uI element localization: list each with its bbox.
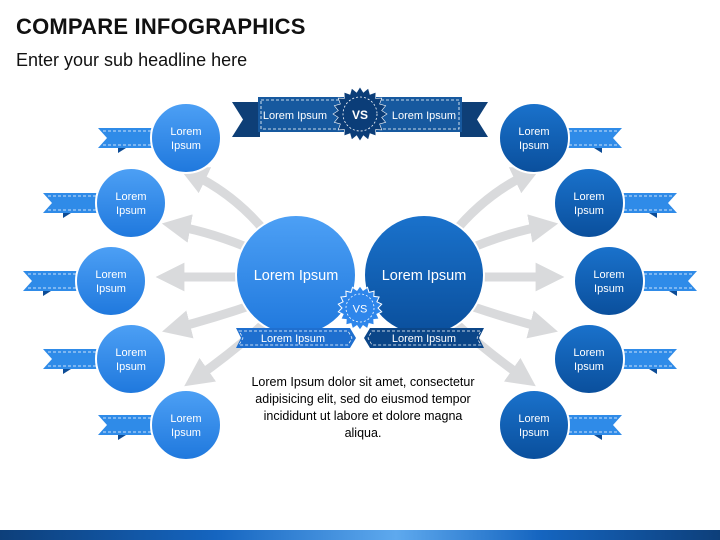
item-circle [498,102,570,174]
item-circle [95,167,167,239]
item-label-line2: Ipsum [171,140,201,152]
right-items: LoremIpsumLoremIpsumLoremIpsumLoremIpsum… [498,102,697,461]
center-right-label: Lorem Ipsum [382,268,467,284]
top-vs-label: VS [352,108,368,122]
top-vs-seal [332,86,388,142]
item-label-line1: Lorem [573,347,604,359]
item-label-line2: Ipsum [574,361,604,373]
item-circle [95,323,167,395]
left-items: LoremIpsumLoremIpsumLoremIpsumLoremIpsum… [23,102,222,461]
center-left-ribbon-label: Lorem Ipsum [261,333,325,345]
page-subtitle: Enter your sub headline here [16,50,248,70]
center-right-ribbon-label: Lorem Ipsum [392,333,456,345]
center-left-label: Lorem Ipsum [254,268,339,284]
item-label-line1: Lorem [518,126,549,138]
footer-bar [0,530,720,540]
item-label-line2: Ipsum [594,283,624,295]
top-banner-left-label: Lorem Ipsum [263,110,327,122]
item-label-line1: Lorem [115,347,146,359]
item-circle [553,323,625,395]
item-label-line1: Lorem [518,413,549,425]
top-banner: Lorem Ipsum Lorem Ipsum VS [232,86,488,142]
item-circle [75,245,147,317]
connector-arrows [155,167,565,387]
body-text: Lorem Ipsum dolor sit amet, consectetur … [251,375,475,440]
item-circle [573,245,645,317]
item-label-line2: Ipsum [519,427,549,439]
item-label-line2: Ipsum [96,283,126,295]
item-label-line1: Lorem [573,191,604,203]
item-label-line1: Lorem [95,269,126,281]
center-vs-seal [337,285,383,331]
item-label-line1: Lorem [170,126,201,138]
arrow-left-1 [179,167,273,240]
item-label-line2: Ipsum [574,205,604,217]
item-label-line2: Ipsum [519,140,549,152]
item-label-line1: Lorem [115,191,146,203]
item-label-line2: Ipsum [116,361,146,373]
top-banner-right-label: Lorem Ipsum [392,110,456,122]
item-label-line2: Ipsum [171,427,201,439]
center-vs-label: VS [353,304,368,316]
item-label-line1: Lorem [593,269,624,281]
item-label-line2: Ipsum [116,205,146,217]
item-circle [498,389,570,461]
item-circle [150,102,222,174]
arrow-right-1 [447,167,541,240]
item-label-line1: Lorem [170,413,201,425]
item-circle [553,167,625,239]
item-circle [150,389,222,461]
page-title: COMPARE INFOGRAPHICS [16,14,306,39]
center-compare: Lorem Ipsum Lorem Ipsum Lorem Ipsum Lore… [235,214,485,348]
